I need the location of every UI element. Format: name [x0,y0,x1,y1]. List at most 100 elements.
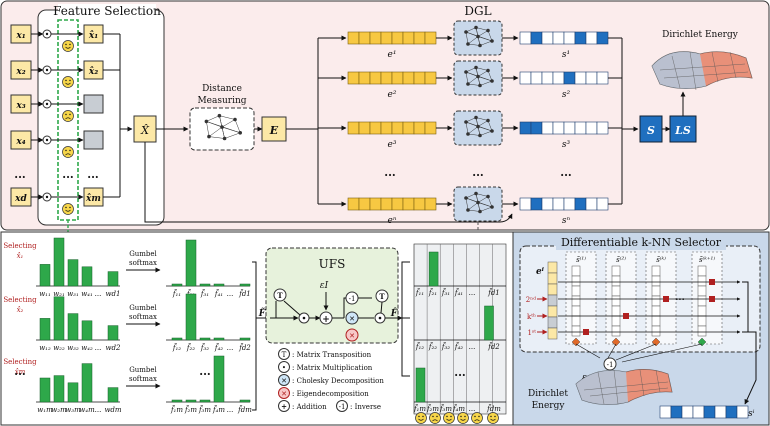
selected-feature-box [83,130,104,150]
s-seq-cell [530,121,543,135]
graph-edge [467,202,479,211]
f-bar [199,399,211,403]
e-seq-cell [369,31,382,45]
e-seq-cell [424,121,437,135]
graph-edge [465,197,469,211]
graph-node [490,205,494,209]
f-label: f̃₄₂ [214,343,223,352]
add-sym: + [322,315,330,325]
legend-symbol-circle [336,400,348,412]
bottom-dirichlet-2: Energy [532,401,566,411]
knn-e-cell [547,272,558,285]
dgl-title: DGL [464,4,491,18]
e-seq-cell [424,197,437,211]
w-label: w₄₂ [81,344,93,352]
knn-s-cell [611,315,621,327]
graph-node [464,120,468,124]
selected-feature-label: x̂₁ [88,30,98,41]
knn-s-cell [611,325,621,337]
dgl-graph-nodes [464,25,494,48]
face-circle [62,76,74,88]
knn-s-cell [571,265,581,277]
knn-s-cell [571,305,581,317]
merge-bracket [119,34,132,197]
feature-selection-title: Feature Selection [53,4,161,18]
knn-col-label: s̃⁽²⁾ [616,255,626,264]
e-seq-cell [391,121,404,135]
out-f-label: f̃₄₂ [454,342,463,351]
w-bar [53,375,65,403]
w-bar [53,296,65,341]
out-dots: ... [454,366,466,379]
e-seq-cell [347,71,360,85]
graph-edge [465,71,469,85]
knn-col-box [605,251,637,345]
graph-node [490,79,494,83]
bottom-dirichlet-1: Dirichlet [528,389,568,399]
s-seq-cell [519,71,532,85]
f-bar [171,337,183,341]
out-bar [484,305,494,341]
graph-node [474,191,478,196]
legend-symbol-circle [278,348,290,360]
knn-s-cell [697,305,707,317]
face-mouth [65,209,71,212]
e-seq-cell [380,31,393,45]
e-seq-label: e³ [388,140,397,150]
dots-s-column: ... [560,166,572,179]
knn-selected-mark [709,279,715,285]
e-seq-cell [380,121,393,135]
legend-symbol: + [281,402,287,411]
knn-e-cell [547,283,558,296]
graph-edge [477,196,489,203]
s-seq-label: sⁿ [562,216,571,226]
graph-edge [487,120,493,132]
graph-edge [477,120,489,127]
f-tilde-label: F̃ [258,307,266,319]
feedback-line [144,142,513,223]
legend-symbol-circle [278,400,290,412]
w-label: w₁₂ [39,344,51,352]
s-seq-label: s¹ [562,50,570,60]
face-eye [464,415,466,418]
multiply-dot [45,32,49,36]
distance-label-1: Distance [202,84,242,94]
si-cell [670,405,683,419]
face-eye [436,415,438,418]
w-label: wd2 [106,344,121,352]
w-bar [39,264,51,287]
face-mouth [65,46,71,49]
knn-s-cell [697,275,707,287]
dots-e-column: ... [384,166,396,179]
smile-face-icon [62,40,74,52]
e-seq-cell [347,197,360,211]
graph-edge [208,136,225,139]
e-seq-cell [391,31,404,45]
knn-e-cell [547,327,558,340]
f-label: ... [227,290,234,298]
sad-face-icon [471,412,483,424]
knn-s-cell [697,315,707,327]
s-seq-cell [574,31,587,45]
e-seq-label: eⁿ [388,216,397,226]
si-sequence [659,331,757,419]
graph-edge [475,117,489,121]
distance-graph-nodes [204,113,242,141]
softmax-word: softmax [129,259,157,267]
graph-node [238,131,242,135]
graph-edge [465,67,477,73]
transpose-sym: T [277,291,283,300]
s-seq-cell [541,121,554,135]
out-f-label: f̃d1 [487,288,500,297]
e-seq-cell [413,121,426,135]
e-seq-cell [413,71,426,85]
out-f-label: f̃₁₂ [415,342,424,351]
f-bar [239,399,251,403]
graph-edge [477,70,489,77]
graph-edge [206,115,220,122]
legend-symbol: T [282,351,287,359]
multiply-dot [45,68,49,72]
f-label: f̃₁₁ [172,289,181,298]
